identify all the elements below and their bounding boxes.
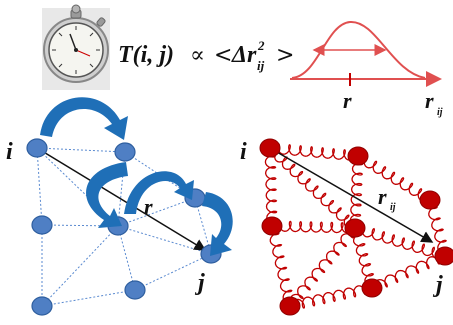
network-node (361, 278, 383, 298)
distribution-plot: r r ij (290, 20, 443, 118)
right-label-i: i (240, 139, 247, 165)
spring-edge (267, 223, 295, 304)
formula-open-angle: < (214, 43, 232, 68)
formula-delta-r: Δr (231, 42, 257, 68)
bell-curve (291, 20, 426, 79)
spring-edge (373, 251, 447, 293)
network-node (114, 142, 136, 162)
axis-label-r: r (425, 88, 434, 113)
right-distance-arrow (269, 147, 434, 243)
walk-arrow-3 (124, 171, 194, 214)
spring-edge (354, 155, 432, 202)
network-node (344, 218, 366, 238)
left-label-r: r (144, 194, 153, 219)
node-j-right (434, 246, 453, 266)
network-node (279, 296, 301, 316)
formula-proportional: ∝ (190, 43, 205, 68)
node-i-right (259, 138, 281, 158)
right-label-r-sub: ij (390, 202, 396, 213)
spring-edge (349, 152, 364, 228)
spring-edges (264, 142, 450, 312)
spring-edge (291, 283, 375, 312)
spring-edge (351, 224, 445, 260)
network-node (124, 280, 146, 300)
left-label-i: i (6, 139, 13, 165)
formula-sub: ij (257, 58, 265, 73)
spring-edge (266, 142, 357, 161)
walk-arrow-2 (86, 162, 128, 228)
network-node (31, 296, 53, 316)
walk-arrow-1 (40, 97, 128, 140)
peak-label: r (343, 88, 352, 113)
spring-edge (289, 224, 356, 308)
network-node (419, 190, 441, 210)
formula: T(i, j) ∝ < Δr 2 ij > (118, 38, 294, 73)
formula-close-angle: > (276, 43, 294, 68)
spring-edge (266, 147, 358, 229)
stopwatch-icon (42, 4, 110, 90)
spring-edge (264, 145, 278, 225)
formula-sup: 2 (257, 38, 265, 53)
random-walk-arrows (40, 97, 233, 256)
right-label-j: j (432, 272, 443, 298)
network-node (31, 215, 53, 235)
left-network: i j r (6, 97, 233, 316)
left-label-j: j (194, 270, 205, 296)
spring-edge (268, 220, 354, 234)
axis-label-sub: ij (437, 107, 443, 118)
right-network-nodes (259, 138, 453, 316)
right-label-r: r (378, 184, 387, 209)
network-node (347, 146, 369, 166)
node-i-left (26, 138, 48, 158)
walk-arrow-4 (202, 192, 233, 256)
formula-t: T(i, j) (118, 42, 174, 68)
network-node (261, 216, 283, 236)
right-network: i j r ij (240, 138, 453, 316)
left-distance-arrow (36, 147, 207, 251)
